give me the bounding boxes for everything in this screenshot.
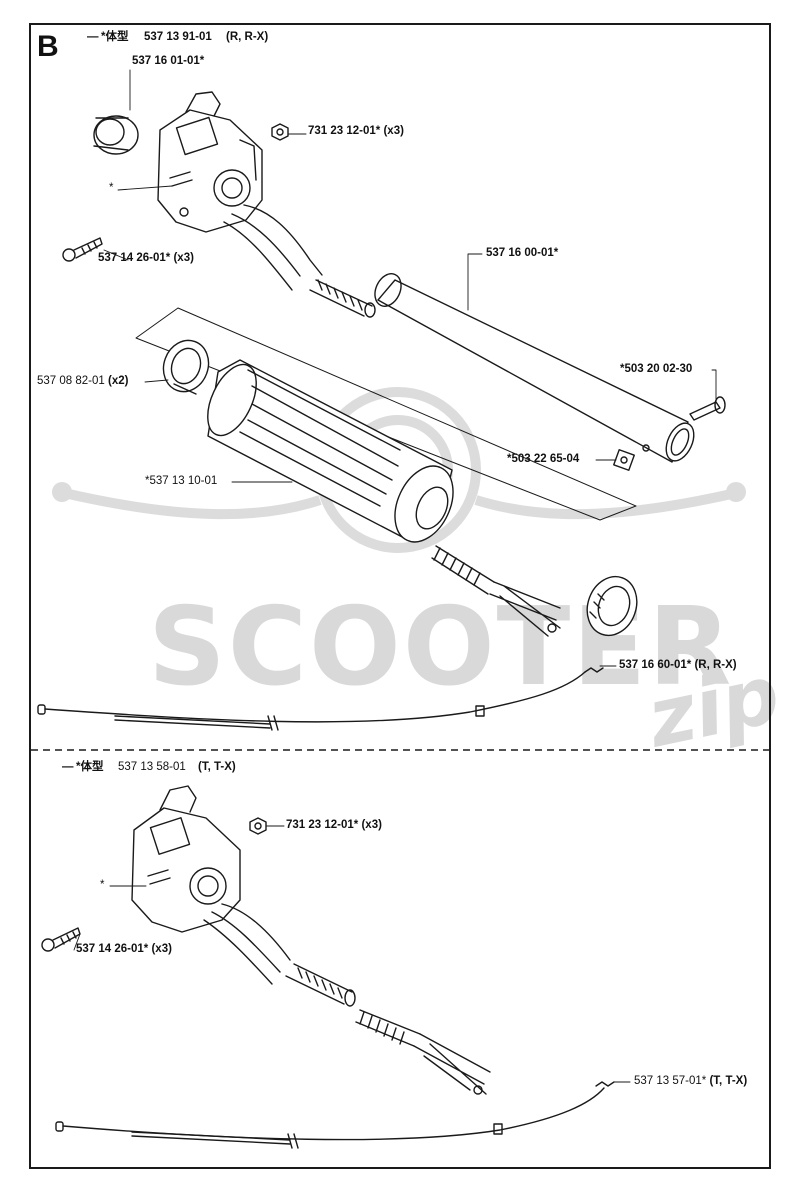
throttle-cable-top [37,667,604,731]
throttle-cable-bottom [55,1081,615,1149]
cable-spring-top [431,545,561,637]
nut-bottom [249,817,267,835]
assembly-top-prefix: *体型 [101,31,129,43]
callout-nut-bottom-qty: (x3) [361,819,382,831]
callout-screw-bottom-qty: (x3) [151,943,172,955]
nut-top [271,123,289,141]
assembly-bottom-part: 537 13 58-01 [118,761,186,773]
leaders-top [103,69,717,667]
handle-tube [374,273,695,463]
callout-screw-bottom: 537 14 26-01* (x3) [76,943,172,956]
cable-bundle-bottom [203,903,491,1095]
callout-tube: 537 16 00-01* [486,247,559,259]
callout-tube-nut: *503 22 65-04 [507,453,580,465]
assembly-top-variant: (R, R-X) [226,31,269,43]
callout-grip: *537 13 10-01 [145,475,218,487]
cable-bundle-top [223,204,376,318]
callout-housing-star-bottom: * [100,879,105,891]
assembly-bottom-prefix: *体型 [76,761,104,773]
callout-housing-star-top: * [109,182,114,194]
callout-screw-top: 537 14 26-01* (x3) [98,252,194,265]
callout-nut-bottom: 731 23 12-01* (x3) [286,819,382,832]
callout-cable-bottom-part: 537 13 57-01* [634,1075,707,1087]
callout-ring-part: 537 08 82-01 [37,375,105,387]
grommet-top [93,115,139,155]
diagram-frame [29,23,771,1169]
callout-cable-top-part: 537 16 60-01* [619,659,692,671]
callout-cable-bottom-variant: (T, T-X) [709,1075,748,1087]
callout-nut-top: 731 23 12-01* (x3) [308,125,404,138]
callout-cable-bottom: 537 13 57-01* (T, T-X) [634,1075,748,1088]
callout-tube-screw: *503 20 02-30 [620,363,693,375]
callout-ring-qty: (x2) [108,375,129,387]
callout-nut-bottom-part: 731 23 12-01* [286,819,359,831]
tube-screw [689,396,726,421]
callout-ring: 537 08 82-01 (x2) [37,375,129,388]
assembly-bottom-dash: — [62,761,74,773]
leaders-bottom [73,825,631,1083]
clamp-ring-right [586,575,638,637]
callout-grommet: 537 16 01-01* [132,55,205,67]
callout-screw-top-part: 537 14 26-01* [98,252,171,264]
throttle-housing-top [157,91,263,233]
clamp-ring-left [162,339,210,395]
callout-screw-bottom-part: 537 14 26-01* [76,943,149,955]
screw-top [62,237,103,262]
callout-nut-top-part: 731 23 12-01* [308,125,381,137]
callout-cable-top: 537 16 60-01* (R, R-X) [619,659,737,672]
tube-nut [613,449,635,471]
assembly-bottom-variant: (T, T-X) [198,761,236,773]
throttle-housing-bottom [131,785,241,933]
assembly-top-dash: — [87,31,99,43]
assembly-top-part: 537 13 91-01 [144,31,212,43]
callout-cable-top-variant: (R, R-X) [694,659,737,671]
callout-screw-top-qty: (x3) [173,252,194,264]
handle-grip [207,359,454,543]
section-letter: B [37,30,59,63]
callout-nut-top-qty: (x3) [383,125,404,137]
screw-bottom [41,927,81,952]
